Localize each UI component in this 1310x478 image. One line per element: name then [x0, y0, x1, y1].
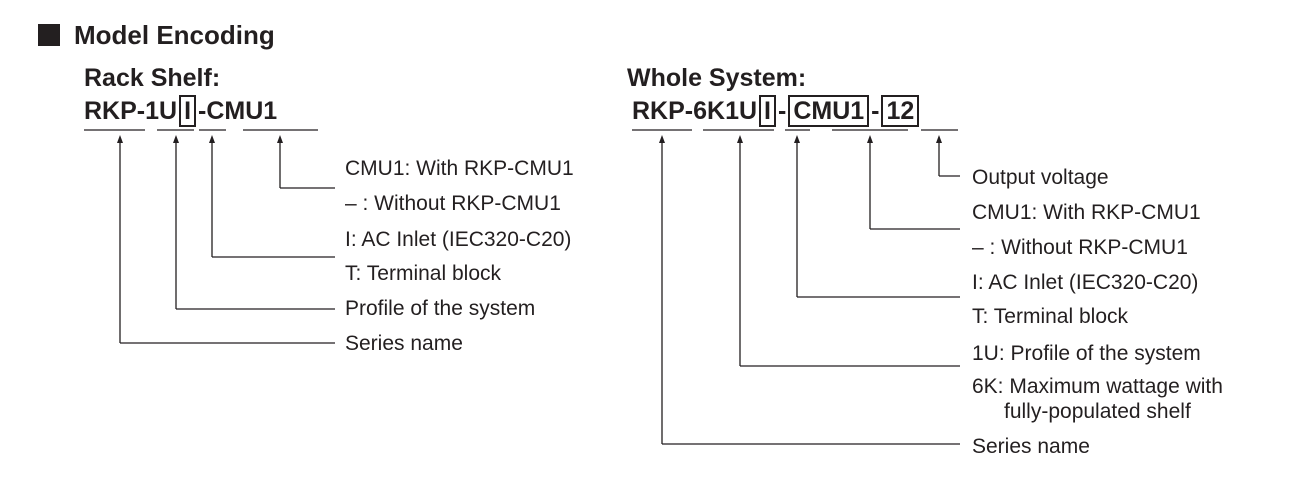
- system-desc-wattage-cont: fully-populated shelf: [1004, 400, 1191, 423]
- system-inlet-code: I: [759, 95, 776, 127]
- section-title: Model Encoding: [38, 20, 275, 50]
- rack-desc-inlet-ac: I: AC Inlet (IEC320-C20): [345, 228, 572, 251]
- rack-desc-profile: Profile of the system: [345, 297, 536, 320]
- rack-inlet-code: I: [179, 95, 197, 127]
- system-desc-cmu-without: – : Without RKP-CMU1: [972, 236, 1188, 259]
- bullet-square-icon: [38, 24, 60, 46]
- rack-cmu-code: -CMU1: [198, 97, 278, 125]
- system-arrow-wattage: [737, 135, 743, 143]
- rack-arrow-cmu: [277, 135, 283, 143]
- rack-shelf-heading: Rack Shelf:: [84, 64, 221, 92]
- system-cmu-code: CMU1: [788, 95, 870, 127]
- system-desc-voltage: Output voltage: [972, 166, 1109, 189]
- rack-series-code: RKP-1U: [84, 97, 178, 125]
- system-arrow-series: [659, 135, 665, 143]
- system-desc-inlet-terminal: T: Terminal block: [972, 305, 1129, 328]
- system-arrow-voltage: [936, 135, 942, 143]
- whole-system-heading: Whole System:: [627, 64, 807, 92]
- rack-arrow-profile: [173, 135, 179, 143]
- system-desc-wattage: 6K: Maximum wattage with: [972, 375, 1223, 398]
- system-desc-series: Series name: [972, 435, 1090, 458]
- system-arrow-cmu: [867, 135, 873, 143]
- system-voltage-code: 12: [881, 95, 920, 127]
- rack-desc-cmu-without: – : Without RKP-CMU1: [345, 192, 561, 215]
- system-desc-cmu-with: CMU1: With RKP-CMU1: [972, 201, 1201, 224]
- system-series-code: RKP-6K1U: [632, 97, 758, 125]
- system-arrow-inlet: [794, 135, 800, 143]
- rack-desc-inlet-terminal: T: Terminal block: [345, 262, 502, 285]
- rack-desc-cmu-with: CMU1: With RKP-CMU1: [345, 157, 574, 180]
- rack-arrow-series: [117, 135, 123, 143]
- system-separator: -: [777, 97, 787, 125]
- rack-desc-series: Series name: [345, 332, 463, 355]
- system-desc-inlet-ac: I: AC Inlet (IEC320-C20): [972, 271, 1199, 294]
- section-title-text: Model Encoding: [74, 20, 275, 50]
- rack-arrow-inlet: [209, 135, 215, 143]
- system-dash: -: [871, 97, 880, 125]
- system-desc-profile: 1U: Profile of the system: [972, 342, 1201, 365]
